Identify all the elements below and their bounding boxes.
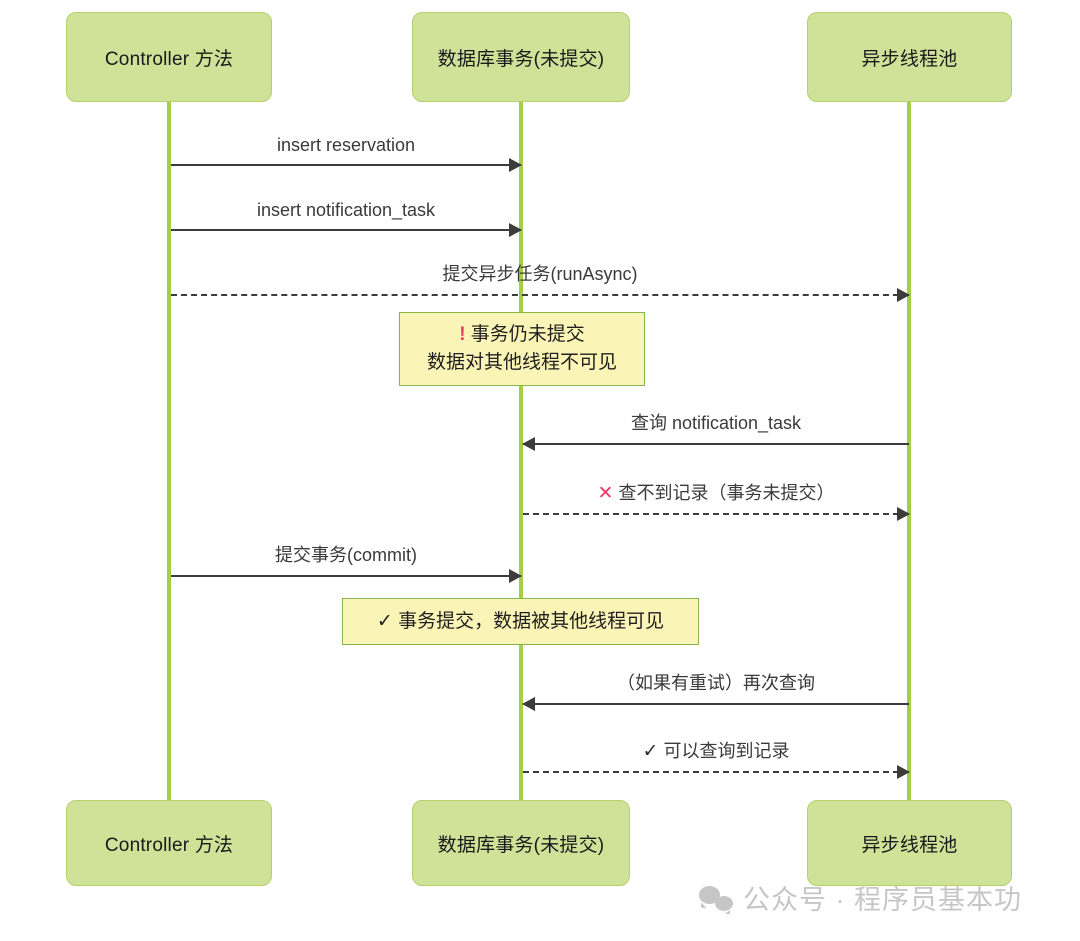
note-text: 事务仍未提交 bbox=[470, 324, 585, 346]
arrowhead-right-icon bbox=[509, 569, 522, 583]
note-line-2: 数据对其他线程不可见 bbox=[426, 352, 617, 373]
check-mark-icon: ✓ bbox=[376, 610, 393, 632]
message-label: 查询 notification_task bbox=[630, 413, 802, 433]
message-line bbox=[523, 443, 909, 445]
message-label: 提交事务(commit) bbox=[275, 545, 417, 565]
arrowhead-right-icon bbox=[897, 288, 910, 302]
watermark-text: 公众号 · 程序员基本功 bbox=[743, 885, 1022, 915]
message-label: insert notification_task bbox=[256, 200, 436, 220]
message-label: ✓ 可以查询到记录 bbox=[523, 737, 909, 763]
message-label: 提交异步任务(runAsync) bbox=[442, 264, 638, 284]
note-line-1: ✓ 事务提交，数据被其他线程可见 bbox=[377, 608, 664, 636]
wechat-icon bbox=[699, 884, 733, 914]
message-label: insert reservation bbox=[276, 135, 416, 155]
lifeline-db-tx bbox=[519, 100, 523, 802]
note-text: 事务提交，数据被其他线程可见 bbox=[398, 610, 665, 632]
warning-icon: ! bbox=[459, 324, 466, 346]
message-line bbox=[523, 703, 909, 705]
message-line bbox=[171, 164, 521, 166]
arrowhead-left-icon bbox=[522, 437, 535, 451]
message-label: ✕ 查不到记录（事务未提交） bbox=[523, 479, 909, 505]
participant-db-tx-top[interactable]: 数据库事务(未提交) bbox=[412, 12, 630, 102]
message-text: 查不到记录（事务未提交） bbox=[618, 483, 835, 503]
participant-label: 异步线程池 bbox=[861, 834, 958, 856]
participant-db-tx-bottom[interactable]: 数据库事务(未提交) bbox=[412, 800, 630, 886]
message-line bbox=[523, 771, 909, 773]
arrowhead-right-icon bbox=[509, 158, 522, 172]
participant-label: 数据库事务(未提交) bbox=[437, 48, 605, 70]
note-line-1: ! 事务仍未提交 bbox=[459, 321, 585, 349]
watermark: 公众号 · 程序员基本功 bbox=[699, 878, 1022, 917]
participant-label: 异步线程池 bbox=[861, 48, 958, 70]
message-label: （如果有重试）再次查询 bbox=[617, 673, 815, 693]
note-transaction-committed: ✓ 事务提交，数据被其他线程可见 bbox=[342, 598, 699, 645]
lifeline-controller bbox=[167, 100, 171, 802]
arrowhead-left-icon bbox=[522, 697, 535, 711]
message-line bbox=[171, 294, 909, 296]
arrowhead-right-icon bbox=[897, 507, 910, 521]
message-text: 可以查询到记录 bbox=[663, 741, 790, 761]
lifeline-async-pool bbox=[907, 100, 911, 802]
message-line bbox=[523, 513, 909, 515]
cross-mark-icon: ✕ bbox=[597, 483, 614, 504]
arrowhead-right-icon bbox=[509, 223, 522, 237]
participant-label: Controller 方法 bbox=[104, 48, 234, 70]
message-line bbox=[171, 575, 521, 577]
participant-label: Controller 方法 bbox=[104, 834, 234, 856]
participant-async-pool-top[interactable]: 异步线程池 bbox=[807, 12, 1012, 102]
arrowhead-right-icon bbox=[897, 765, 910, 779]
note-transaction-not-committed: ! 事务仍未提交 数据对其他线程不可见 bbox=[399, 312, 645, 386]
participant-controller-top[interactable]: Controller 方法 bbox=[66, 12, 272, 102]
check-mark-icon: ✓ bbox=[642, 741, 659, 762]
participant-controller-bottom[interactable]: Controller 方法 bbox=[66, 800, 272, 886]
message-line bbox=[171, 229, 521, 231]
participant-label: 数据库事务(未提交) bbox=[437, 834, 605, 856]
participant-async-pool-bottom[interactable]: 异步线程池 bbox=[807, 800, 1012, 886]
